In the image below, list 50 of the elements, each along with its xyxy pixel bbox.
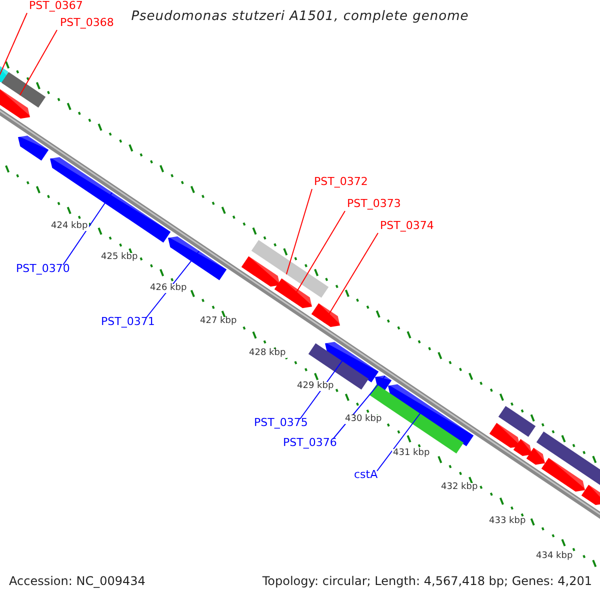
gene-feature (168, 236, 227, 280)
scale-label: 430 kbp (344, 415, 383, 424)
gene-feature (498, 406, 536, 437)
gene-feature (50, 157, 171, 243)
leader-line (146, 250, 200, 318)
accession-text: Accession: NC_009434 (9, 575, 146, 587)
leader-line (62, 192, 113, 266)
scale-label: 424 kbp (50, 222, 89, 231)
gene-feature (311, 303, 341, 327)
scale-label: 433 kbp (488, 517, 527, 526)
gene-label: PST_0368 (60, 17, 114, 28)
gene-label: PST_0375 (254, 417, 308, 428)
scale-label: 432 kbp (440, 483, 479, 492)
scale-label: 434 kbp (535, 552, 574, 561)
gene-feature (251, 240, 329, 298)
gene-feature (18, 136, 49, 161)
gene-feature (489, 422, 521, 448)
gene-feature (541, 458, 586, 492)
scale-label: 429 kbp (296, 382, 335, 391)
gene-label: PST_0372 (314, 176, 368, 187)
gene-feature (325, 342, 379, 382)
gene-label: PST_0373 (347, 198, 401, 209)
scale-label: 425 kbp (100, 253, 139, 262)
leader-line (376, 413, 421, 472)
gene-label: PST_0374 (380, 220, 434, 231)
gene-feature (513, 439, 533, 456)
gene-feature (241, 256, 281, 287)
gene-feature (274, 278, 313, 308)
scale-label: 428 kbp (248, 349, 287, 358)
gene-label: cstA (354, 469, 378, 480)
gene-label: PST_0376 (283, 437, 337, 448)
scale-label: 431 kbp (392, 449, 431, 458)
map-title: Pseudomonas stutzeri A1501, complete genome (130, 10, 470, 23)
scale-label: 427 kbp (199, 317, 238, 326)
leader-line (323, 232, 378, 323)
genome-info: Topology: circular; Length: 4,567,418 bp; Genes: 4,201 (262, 575, 592, 587)
leader-line (290, 210, 346, 302)
gene-feature (581, 484, 600, 506)
gene-label: PST_0370 (16, 263, 70, 274)
gene-feature (526, 448, 546, 465)
gene-label: PST_0367 (29, 0, 83, 11)
leader-line (19, 30, 58, 96)
leader-line (286, 188, 312, 275)
gene-feature (536, 431, 600, 486)
gene-label: PST_0371 (101, 316, 155, 327)
gene-feature (1, 72, 46, 108)
gene-feature (0, 88, 31, 119)
scale-label: 426 kbp (149, 284, 188, 293)
gene-feature (388, 384, 474, 446)
leader-line (300, 360, 343, 420)
